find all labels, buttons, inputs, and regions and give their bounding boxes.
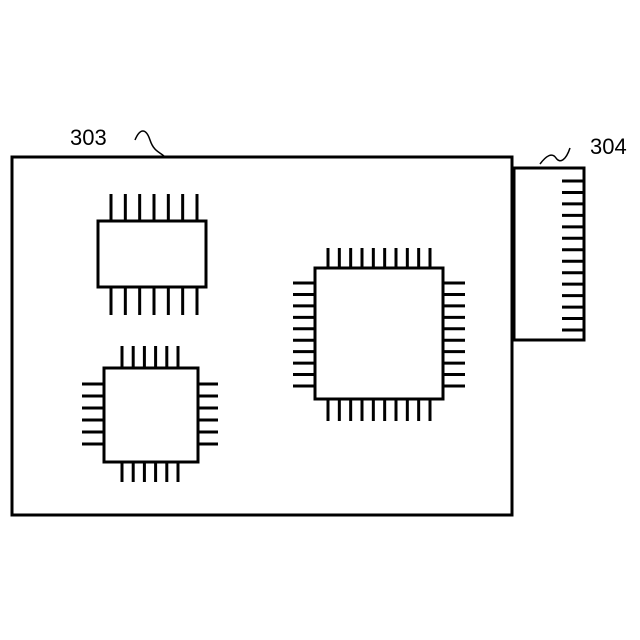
chip-qfp-large — [293, 248, 465, 421]
board-ref-label: 303 — [70, 125, 107, 150]
connector-fingers — [562, 181, 584, 330]
connector-ref-label: 304 — [590, 134, 627, 159]
board-leader-line — [135, 131, 165, 157]
chip-qfp-small — [82, 346, 218, 482]
circuit-board — [12, 157, 512, 515]
chip-soic-body — [98, 221, 206, 287]
connector-leader-line — [540, 148, 570, 164]
chip-qfp-large-body — [315, 268, 443, 399]
chip-qfp-small-body — [104, 368, 198, 462]
chip-soic — [98, 194, 206, 315]
